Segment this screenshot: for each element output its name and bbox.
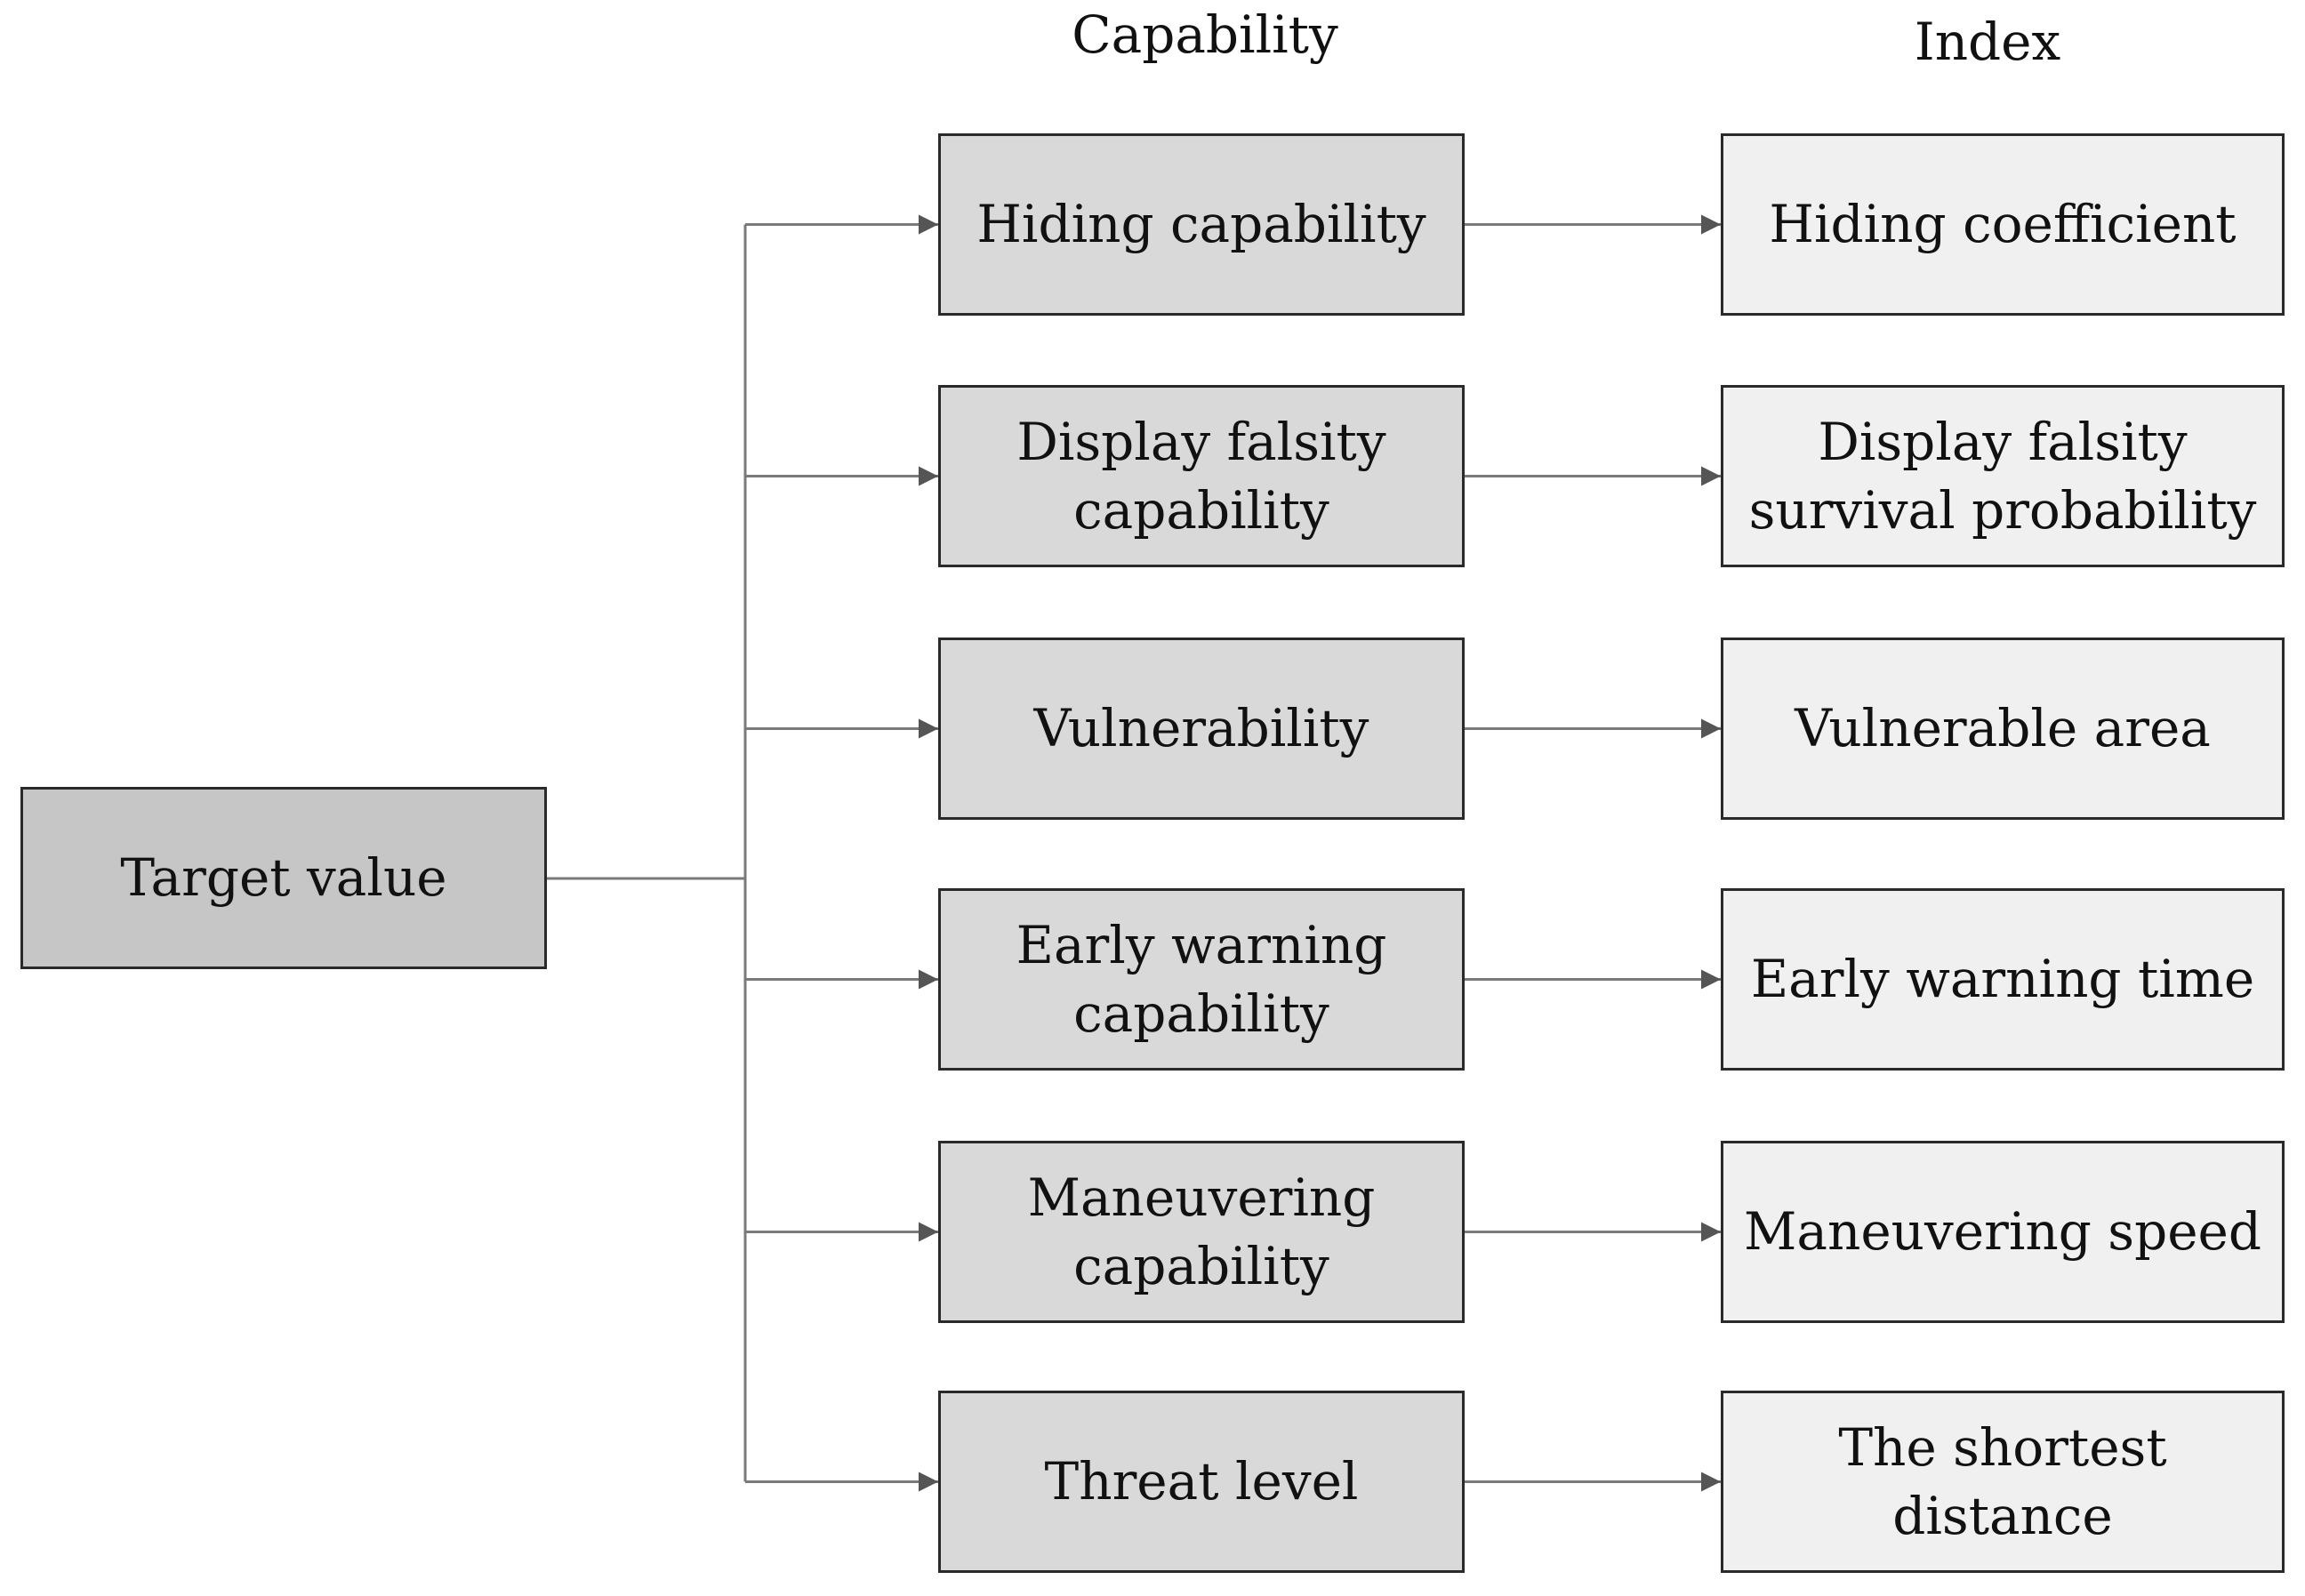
target-value-label: Target value: [120, 847, 447, 909]
capability-label: Display falsity capability: [1016, 411, 1386, 541]
capability-box: Maneuvering capability: [938, 1141, 1465, 1323]
index-label: Vulnerable area: [1795, 698, 2211, 759]
capability-box: Display falsity capability: [938, 385, 1465, 567]
index-label: Hiding coefficient: [1769, 194, 2237, 255]
index-label: Early warning time: [1750, 949, 2255, 1010]
capability-label: Early warning capability: [1016, 914, 1387, 1044]
capability-column-header: Capability: [1072, 4, 1338, 65]
index-box: Maneuvering speed: [1721, 1141, 2285, 1323]
capability-box: Early warning capability: [938, 888, 1465, 1071]
index-label: Maneuvering speed: [1744, 1201, 2261, 1263]
target-value-box: Target value: [20, 787, 547, 969]
capability-box: Vulnerability: [938, 638, 1465, 820]
index-label: Display falsity survival probability: [1748, 411, 2257, 541]
capability-label: Vulnerability: [1033, 698, 1369, 759]
index-box: Early warning time: [1721, 888, 2285, 1071]
capability-box: Threat level: [938, 1391, 1465, 1573]
capability-box: Hiding capability: [938, 133, 1465, 316]
index-box: The shortest distance: [1721, 1391, 2285, 1573]
index-box: Display falsity survival probability: [1721, 385, 2285, 567]
index-box: Vulnerable area: [1721, 638, 2285, 820]
capability-label: Maneuvering capability: [1027, 1167, 1376, 1296]
index-label: The shortest distance: [1838, 1416, 2167, 1546]
index-column-header: Index: [1914, 12, 2061, 72]
capability-label: Threat level: [1044, 1451, 1359, 1512]
index-box: Hiding coefficient: [1721, 133, 2285, 316]
capability-label: Hiding capability: [976, 194, 1426, 255]
